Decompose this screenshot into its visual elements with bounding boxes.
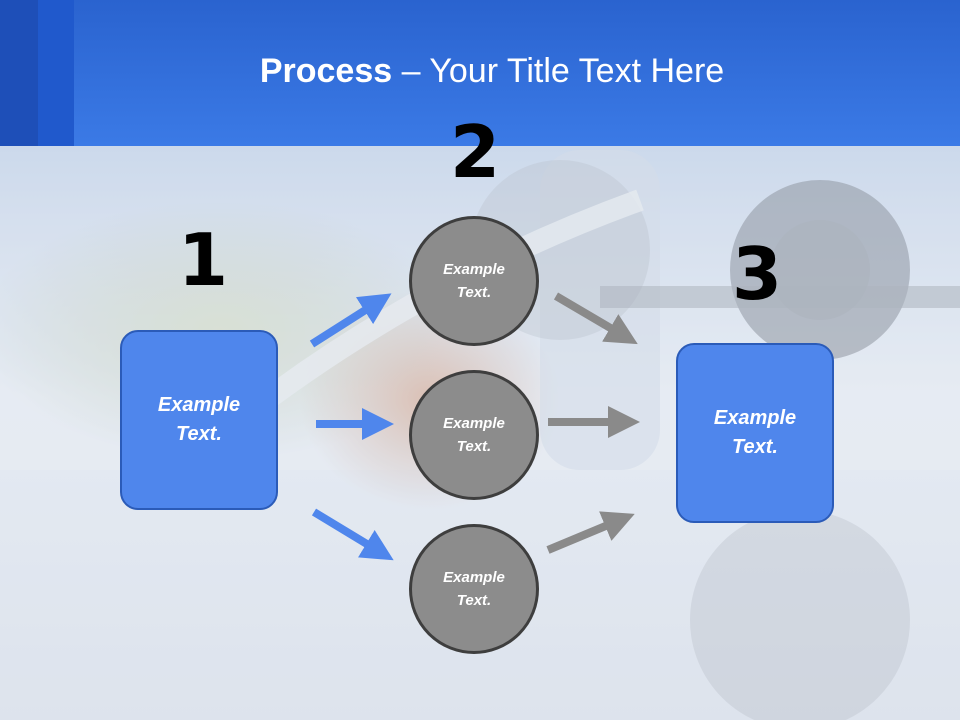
step-2-circle-bottom: Example Text. xyxy=(409,524,539,654)
step-number-2: 2 xyxy=(450,110,501,194)
step-2-item-2: Example Text. xyxy=(443,415,505,455)
arrow-1-to-2-bottom xyxy=(311,508,394,561)
step-2-item-1: Example Text. xyxy=(443,261,505,301)
step-2-circle-middle: Example Text. xyxy=(409,370,539,500)
arrow-1-to-2-top xyxy=(309,293,392,348)
header-accent-bar xyxy=(0,0,38,146)
step-2-item-3: Example Text. xyxy=(443,569,505,609)
header-bar: Process – Your Title Text Here xyxy=(0,0,960,146)
title-bold: Process xyxy=(259,52,393,90)
slide-title: Process – Your Title Text Here xyxy=(0,52,960,91)
step-3-box: Example Text. xyxy=(676,343,834,523)
header-accent-bar xyxy=(38,0,74,146)
title-rest: – Your Title Text Here xyxy=(392,52,725,90)
step-number-3: 3 xyxy=(732,232,783,316)
arrow-2-top-to-3 xyxy=(553,292,638,345)
step-number-1: 1 xyxy=(178,218,229,302)
step-1-box: Example Text. xyxy=(120,330,278,510)
step-1-text: Example Text. xyxy=(157,394,241,445)
step-3-text: Example Text. xyxy=(713,407,797,458)
step-2-circle-top: Example Text. xyxy=(409,216,539,346)
arrow-2-bottom-to-3 xyxy=(546,511,635,554)
